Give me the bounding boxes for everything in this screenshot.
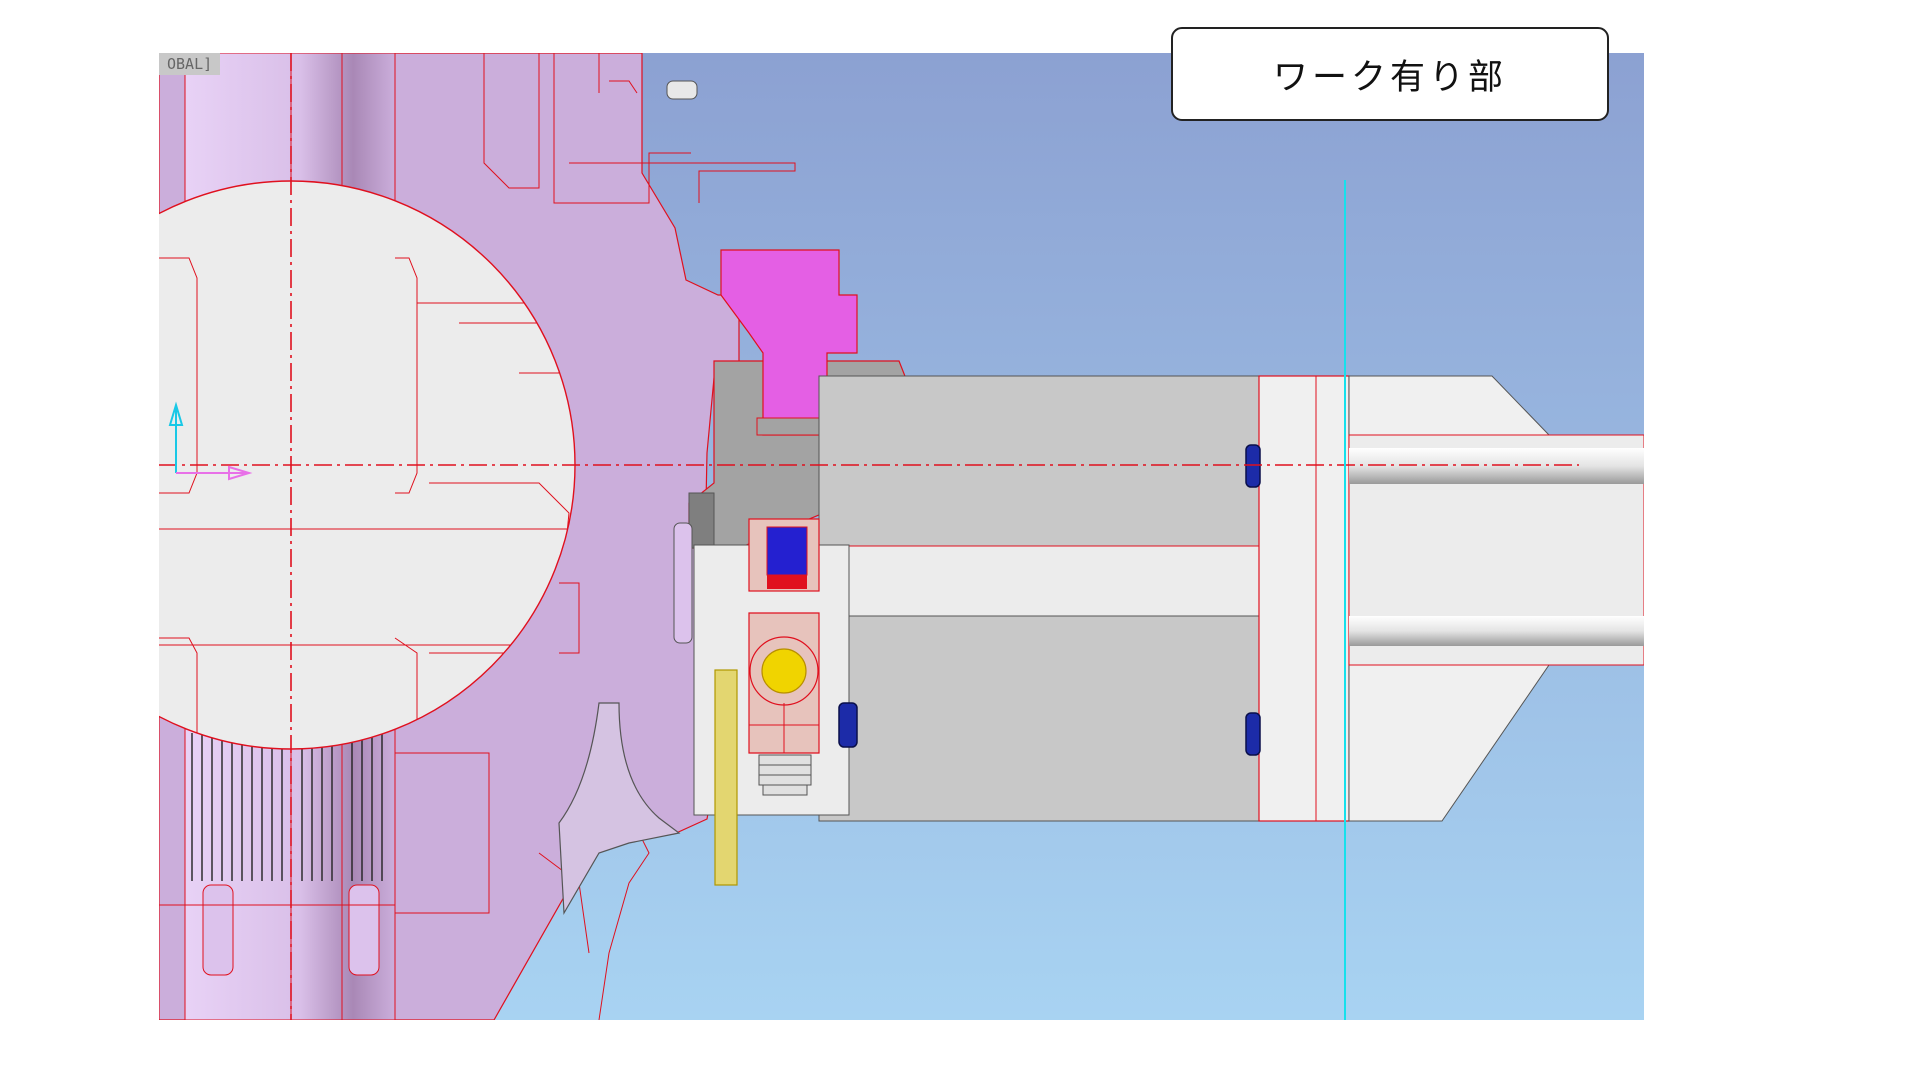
pin-assembly	[748, 518, 820, 796]
middle-rod	[848, 545, 1260, 617]
callout-label: ワーク有り部	[1272, 57, 1507, 98]
top-pin	[666, 80, 698, 100]
callout-box: ワーク有り部	[1171, 27, 1609, 121]
cad-drawing	[159, 53, 1644, 1020]
lower-rail	[818, 615, 1260, 822]
shaft-fittings	[202, 884, 380, 976]
xy-axis-icon	[168, 401, 253, 481]
stopper-plate	[714, 669, 738, 886]
rib-casting	[558, 702, 681, 916]
viewer-tag: OBAL]	[159, 53, 221, 75]
spline-teeth	[191, 733, 383, 881]
upper-rail	[818, 375, 1260, 547]
cad-viewport[interactable]	[159, 53, 1644, 1020]
end-flange	[1258, 375, 1350, 822]
bolt-heads	[838, 444, 1261, 756]
